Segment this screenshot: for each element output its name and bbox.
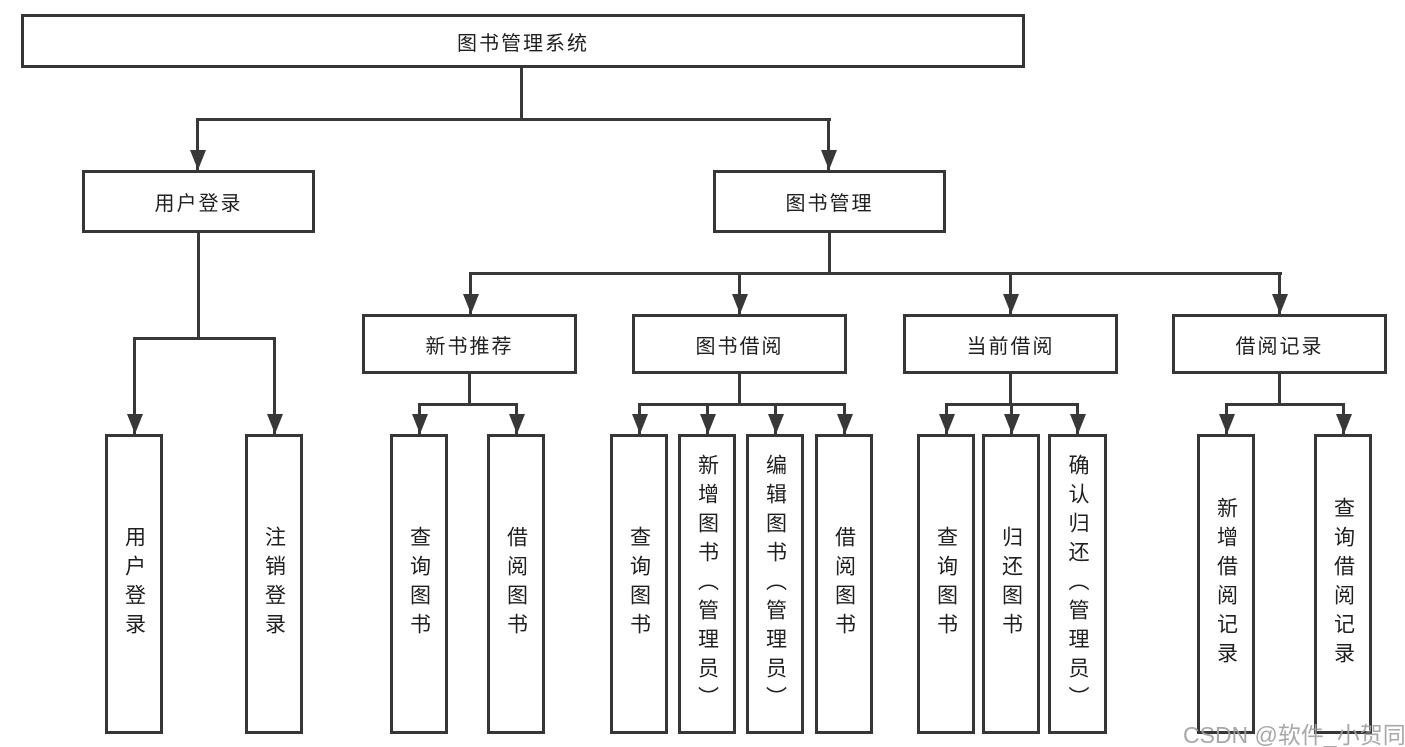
leaf-nb-query-label: 查询图书 xyxy=(407,526,431,642)
arrow-to-leaf-logout xyxy=(273,337,276,434)
csdn-watermark: CSDN @软件_小贺同学 xyxy=(1183,722,1405,747)
leaf-cb-query: 查询图书 xyxy=(917,434,975,734)
arrow-to-bb-query xyxy=(638,403,641,434)
arrow-to-borrow-records xyxy=(1278,272,1281,314)
leaf-cb-return-label: 归还图书 xyxy=(999,526,1023,642)
arrow-to-nb-borrow xyxy=(515,403,518,434)
node-new-book-rec-label: 新书推荐 xyxy=(425,335,514,358)
arrow-to-current-borrow xyxy=(1009,272,1012,314)
arrow-to-cb-return xyxy=(1010,403,1013,434)
leaf-bb-query: 查询图书 xyxy=(610,434,668,734)
arrow-to-new-book-rec xyxy=(469,272,472,314)
leaf-bb-edit-label: 编辑图书（管理员） xyxy=(763,453,787,715)
leaf-bb-edit: 编辑图书（管理员） xyxy=(746,434,804,734)
leaf-logout-label: 注销登录 xyxy=(262,526,286,642)
leaf-bb-query-label: 查询图书 xyxy=(627,526,651,642)
arrow-to-cb-query xyxy=(945,403,948,434)
leaf-br-query-label: 查询借阅记录 xyxy=(1331,497,1355,671)
connector-user-login-stem xyxy=(197,233,200,337)
arrow-to-br-add xyxy=(1225,403,1228,434)
connector-book-borrow-rail xyxy=(638,403,846,406)
leaf-bb-add-label: 新增图书（管理员） xyxy=(695,453,719,715)
node-book-borrow-label: 图书借阅 xyxy=(695,335,784,358)
node-user-login: 用户登录 xyxy=(82,170,315,233)
node-book-borrow: 图书借阅 xyxy=(632,314,847,374)
connector-root-rail xyxy=(196,118,831,121)
connector-records-stem xyxy=(1278,374,1281,403)
arrow-to-leaf-user-login xyxy=(133,337,136,434)
leaf-cb-query-label: 查询图书 xyxy=(934,526,958,642)
leaf-nb-borrow-label: 借阅图书 xyxy=(504,526,528,642)
connector-new-book-stem xyxy=(468,374,471,403)
leaf-br-add-label: 新增借阅记录 xyxy=(1214,497,1238,671)
node-borrow-records: 借阅记录 xyxy=(1172,314,1387,374)
arrow-to-nb-query xyxy=(418,403,421,434)
leaf-nb-borrow: 借阅图书 xyxy=(487,434,545,734)
leaf-cb-confirm-label: 确认归还（管理员） xyxy=(1066,453,1089,715)
arrow-to-book-mgmt xyxy=(827,118,830,170)
node-book-mgmt: 图书管理 xyxy=(713,170,946,233)
node-current-borrow-label: 当前借阅 xyxy=(966,335,1055,358)
connector-book-borrow-stem xyxy=(738,374,741,403)
leaf-logout: 注销登录 xyxy=(245,434,303,734)
leaf-user-login: 用户登录 xyxy=(105,434,163,734)
leaf-bb-add: 新增图书（管理员） xyxy=(678,434,736,734)
leaf-cb-confirm: 确认归还（管理员） xyxy=(1048,434,1107,734)
connector-book-mgmt-stem xyxy=(828,233,831,272)
arrow-to-cb-confirm xyxy=(1076,403,1079,434)
leaf-bb-borrow: 借阅图书 xyxy=(815,434,873,734)
arrow-to-book-borrow xyxy=(738,272,741,314)
node-new-book-rec: 新书推荐 xyxy=(362,314,577,374)
leaf-user-login-label: 用户登录 xyxy=(122,526,146,642)
arrow-to-br-query xyxy=(1342,403,1345,434)
connector-book-mgmt-rail xyxy=(469,272,1282,275)
connector-new-book-rail xyxy=(418,403,518,406)
node-root: 图书管理系统 xyxy=(21,14,1025,68)
node-book-mgmt-label: 图书管理 xyxy=(785,193,874,215)
node-borrow-records-label: 借阅记录 xyxy=(1235,335,1324,358)
arrow-to-bb-edit xyxy=(774,403,777,434)
connector-records-rail xyxy=(1225,403,1345,406)
leaf-cb-return: 归还图书 xyxy=(982,434,1040,734)
arrow-to-user-login xyxy=(196,118,199,170)
leaf-br-add: 新增借阅记录 xyxy=(1197,434,1255,734)
connector-current-stem xyxy=(1009,374,1012,403)
node-current-borrow: 当前借阅 xyxy=(903,314,1118,374)
leaf-br-query: 查询借阅记录 xyxy=(1314,434,1372,734)
arrow-to-bb-borrow xyxy=(843,403,846,434)
connector-user-login-rail xyxy=(133,337,276,340)
connector-root-stem xyxy=(520,68,523,118)
leaf-nb-query: 查询图书 xyxy=(390,434,448,734)
arrow-to-bb-add xyxy=(706,403,709,434)
node-user-login-label: 用户登录 xyxy=(154,193,243,215)
node-root-label: 图书管理系统 xyxy=(457,32,589,55)
leaf-bb-borrow-label: 借阅图书 xyxy=(832,526,856,642)
